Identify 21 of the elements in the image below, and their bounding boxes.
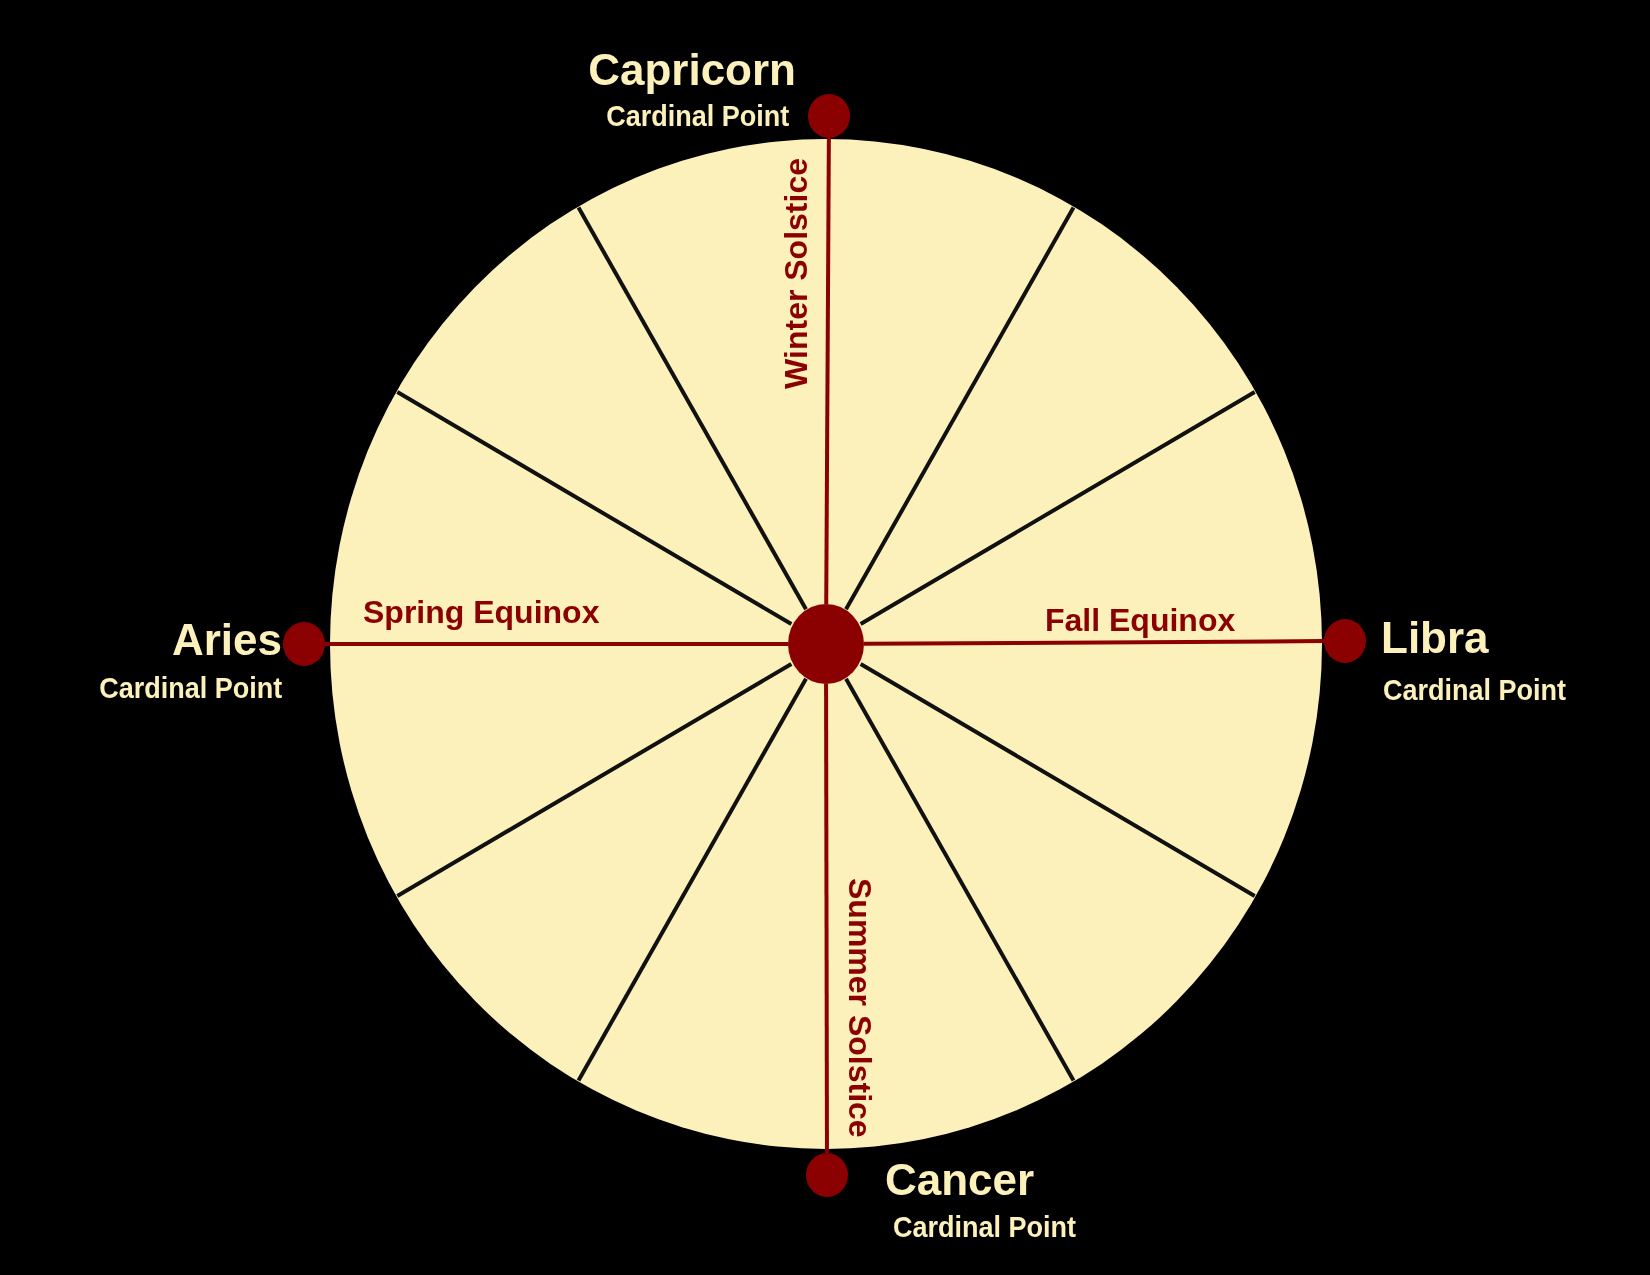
sign-name: Cancer [885,1158,1035,1202]
edge-label: Summer Solstice [844,878,876,1138]
connector-line [864,639,1324,646]
point-label: Cardinal Point [606,101,789,131]
edge-label: Fall Equinox [1045,604,1236,636]
connector-line [824,138,831,604]
edge-label: Spring Equinox [363,596,600,628]
sign-name: Aries [171,618,282,662]
edge-label: Winter Solstice [780,158,812,389]
cardinal-point-dot [1324,619,1366,663]
connector-line [824,684,829,1153]
cardinal-point-dot [806,1153,848,1197]
point-label: Cardinal Point [1383,675,1566,705]
sign-name: Libra [1381,616,1489,660]
point-label: Cardinal Point [99,673,282,703]
cardinal-point-dot [808,94,850,138]
connector-line [325,642,788,646]
center-dot [788,604,864,684]
sign-name: Capricorn [588,48,796,92]
cardinal-point-dot [283,622,325,666]
point-label: Cardinal Point [893,1212,1076,1242]
